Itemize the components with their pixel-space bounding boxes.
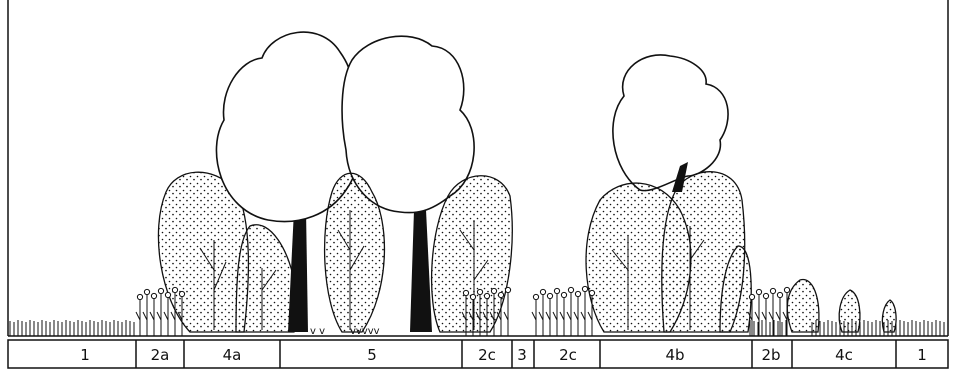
tree-group-4b	[586, 55, 751, 332]
zone-label-1-left: 1	[80, 346, 90, 364]
zone-label-2c-second: 2c	[559, 346, 577, 364]
zone-label-5: 5	[367, 346, 377, 364]
zone-label-4b: 4b	[665, 346, 684, 364]
zone-label-1-right: 1	[917, 346, 927, 364]
zone-label-3: 3	[517, 346, 527, 364]
zone-label-2c-first: 2c	[478, 346, 496, 364]
zone-label-2b: 2b	[761, 346, 780, 364]
zone-label-4c: 4c	[835, 346, 853, 364]
zone-label-4a: 4a	[223, 346, 242, 364]
zone-label-2a: 2a	[151, 346, 170, 364]
